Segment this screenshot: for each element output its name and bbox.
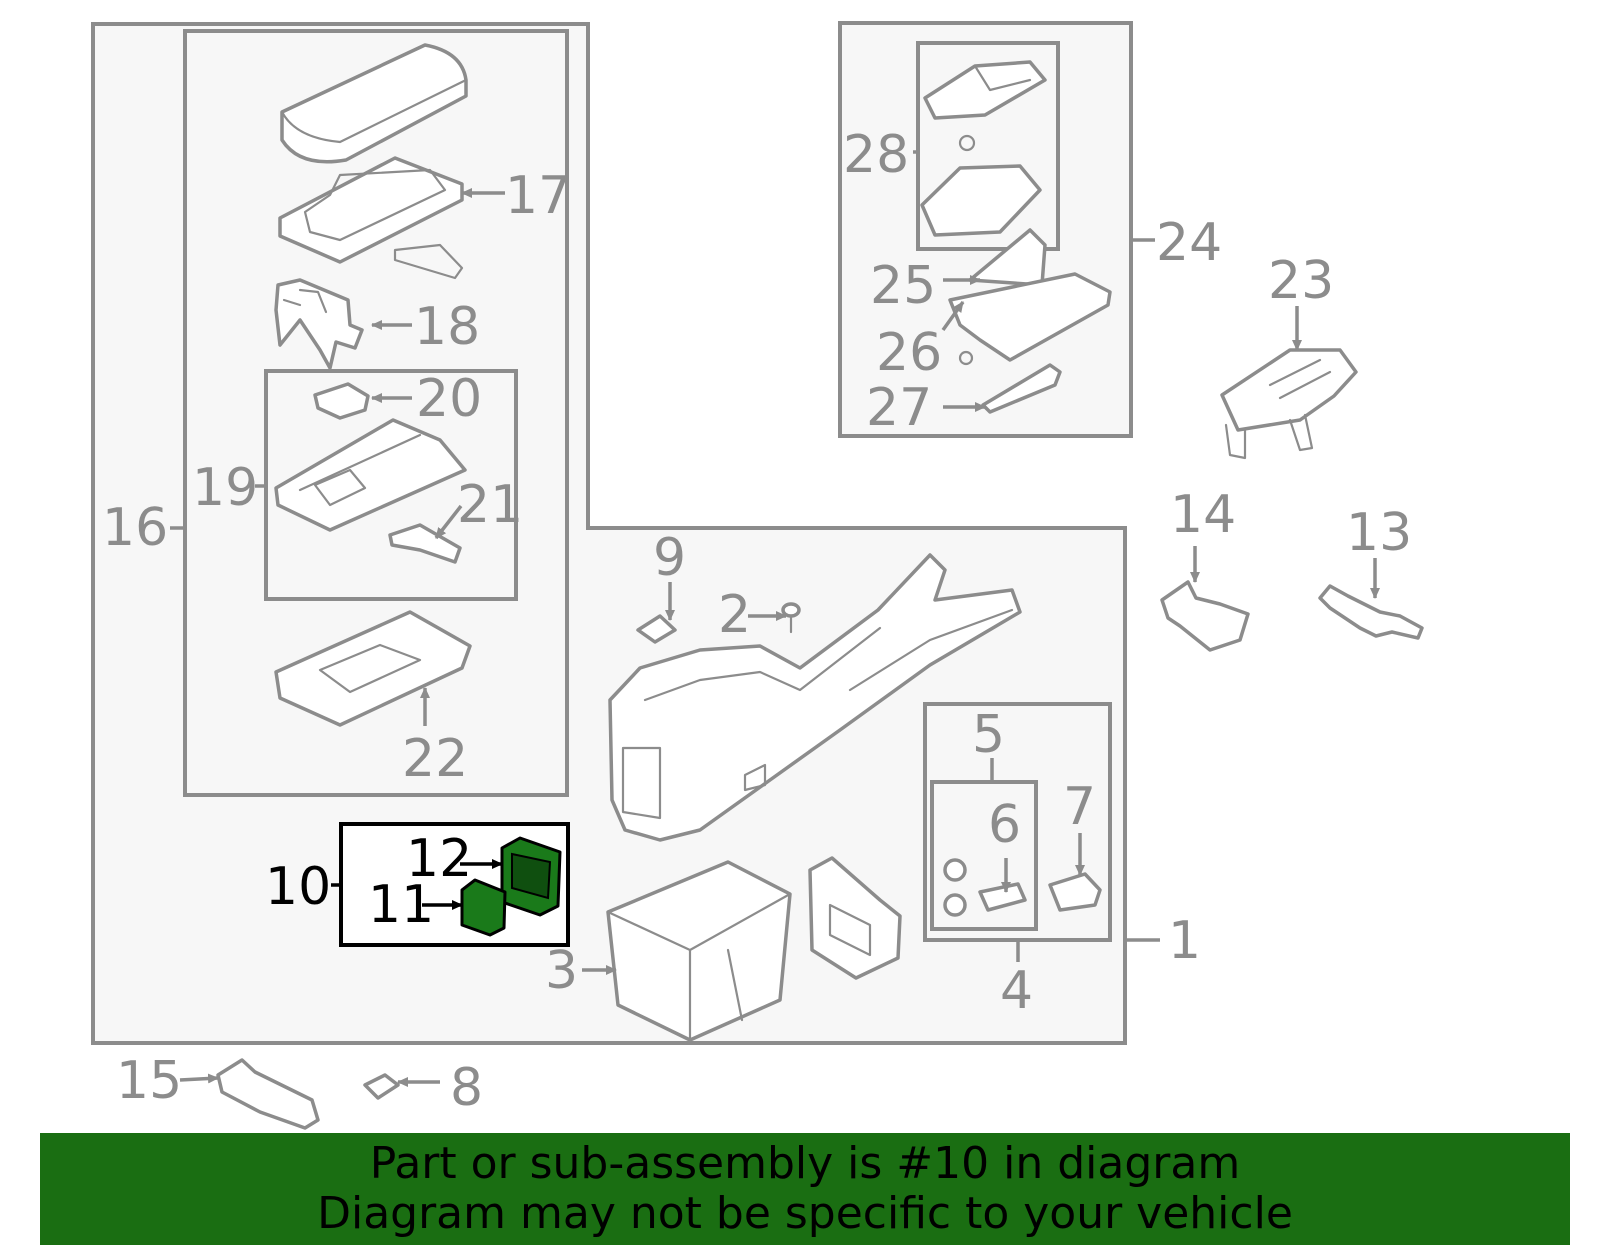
- callout-21: 21: [457, 475, 523, 535]
- insert-drawing: [808, 856, 902, 980]
- frame-armrest: [183, 29, 569, 797]
- callout-6: 6: [988, 795, 1021, 855]
- callout-4: 4: [1000, 961, 1033, 1021]
- callout-3: 3: [545, 941, 578, 1001]
- highlight-part-12: [500, 836, 562, 917]
- callout-8: 8: [450, 1058, 483, 1118]
- frame-main: [91, 22, 1127, 1045]
- bracket-13-drawing: [1318, 584, 1424, 640]
- callout-18: 18: [414, 297, 480, 357]
- info-banner: Part or sub-assembly is #10 in diagram D…: [40, 1133, 1570, 1245]
- banner-line-1: Part or sub-assembly is #10 in diagram: [369, 1138, 1241, 1189]
- callout-17: 17: [505, 166, 571, 226]
- shift-bezel-drawing: [948, 228, 1112, 414]
- armrest-pad-drawing: [280, 43, 468, 164]
- clip-20-drawing: [313, 382, 370, 420]
- bracket-15-drawing: [216, 1058, 320, 1130]
- frame-socket: [930, 780, 1038, 931]
- callout-19: 19: [192, 458, 258, 518]
- callout-20: 20: [416, 369, 482, 429]
- callout-2: 2: [718, 585, 751, 645]
- bracket-14-drawing: [1160, 580, 1250, 652]
- screw-2-drawing: [781, 602, 801, 634]
- callout-24: 24: [1156, 213, 1222, 273]
- strip-21-drawing: [388, 523, 462, 564]
- callout-7: 7: [1063, 777, 1096, 837]
- callout-27: 27: [866, 378, 932, 438]
- callout-13: 13: [1346, 503, 1412, 563]
- callout-26: 26: [876, 323, 942, 383]
- callout-16: 16: [102, 498, 168, 558]
- console-drawing: [608, 553, 1022, 842]
- callout-12: 12: [406, 829, 472, 889]
- clip-8-drawing: [363, 1073, 400, 1100]
- callout-23: 23: [1268, 251, 1334, 311]
- leader-lines: [170, 150, 1380, 1087]
- callout-5: 5: [972, 705, 1005, 765]
- banner-line-2: Diagram may not be specific to your vehi…: [317, 1188, 1293, 1239]
- clip-9-drawing: [636, 614, 677, 644]
- callout-15: 15: [116, 1051, 182, 1111]
- callout-22: 22: [402, 729, 468, 789]
- cupholder-lid-drawing: [920, 60, 1047, 237]
- highlight-part-11: [460, 878, 507, 937]
- frame-cupholder: [916, 41, 1060, 251]
- bin-3-drawing: [606, 860, 792, 1042]
- shift-plate-drawing: [1220, 348, 1358, 460]
- bracket-drawing: [274, 278, 364, 370]
- callout-10: 10: [265, 857, 331, 917]
- callout-9: 9: [653, 528, 686, 588]
- callout-14: 14: [1170, 485, 1236, 545]
- callout-1: 1: [1168, 911, 1201, 971]
- armrest-base-drawing: [278, 156, 464, 280]
- callout-11: 11: [368, 875, 434, 935]
- tray-22-drawing: [274, 610, 472, 727]
- callout-28: 28: [843, 125, 909, 185]
- lid-panel-drawing: [274, 418, 467, 532]
- callout-25: 25: [870, 256, 936, 316]
